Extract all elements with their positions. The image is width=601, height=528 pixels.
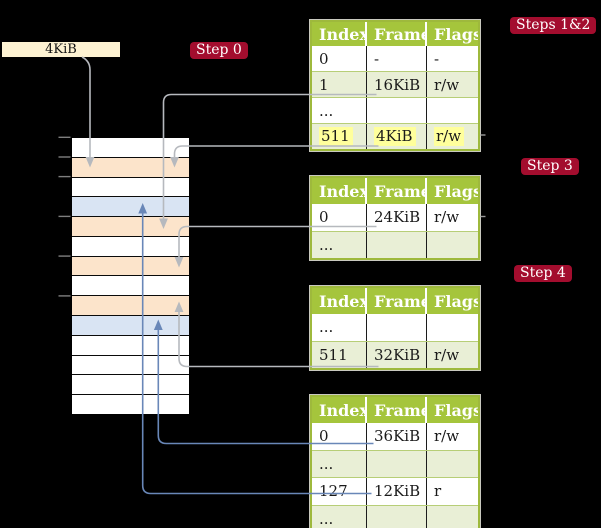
column-header: Frame xyxy=(367,397,427,423)
memory-frame-row xyxy=(72,138,189,158)
page-table-level4: Index Frame Flags 0 36KiB r/w ... 127 12… xyxy=(310,395,480,528)
table-row: ... xyxy=(312,98,478,124)
table-row: ... xyxy=(312,231,478,258)
memory-frame-row xyxy=(72,236,189,257)
memory-frame-row xyxy=(72,276,189,297)
table-header-row: Index Frame Flags xyxy=(312,178,478,204)
column-header: Flags xyxy=(434,181,478,201)
memory-frame-row xyxy=(72,395,189,414)
column-header: Flags xyxy=(434,400,478,420)
memory-frame-row xyxy=(72,177,189,198)
column-header: Index xyxy=(312,178,367,204)
page-table-level1: Index Frame Flags 0 - - 1 16KiB r/w ... … xyxy=(310,20,480,151)
table-row: 511 32KiB r/w xyxy=(312,341,478,368)
table-row: ... xyxy=(312,314,478,342)
table-row: 0 - - xyxy=(312,46,478,72)
highlighted-value: r/w xyxy=(434,127,465,146)
column-header: Index xyxy=(312,22,367,46)
memory-frame-row xyxy=(72,256,189,277)
badge-steps-1-2: Steps 1&2 xyxy=(510,17,597,34)
table-row: ... xyxy=(312,450,478,478)
column-header: Frame xyxy=(367,178,427,204)
row-stub-dashes xyxy=(480,134,486,218)
column-header: Flags xyxy=(434,24,478,44)
table-row: ... xyxy=(312,505,478,528)
column-header: Index xyxy=(312,288,367,314)
badge-step-3: Step 3 xyxy=(521,158,579,175)
column-header: Frame xyxy=(367,22,427,46)
table-row: 127 12KiB r xyxy=(312,478,478,506)
memory-frame-row xyxy=(72,296,189,317)
column-header: Flags xyxy=(434,291,478,311)
column-header: Index xyxy=(312,397,367,423)
table-row: 1 16KiB r/w xyxy=(312,72,478,98)
table-row-highlighted: 511 4KiB r/w xyxy=(312,124,478,149)
table-header-row: Index Frame Flags xyxy=(312,22,478,46)
memory-frame-row xyxy=(72,335,189,356)
badge-step-0: Step 0 xyxy=(190,42,248,59)
page-table-level3: Index Frame Flags ... 511 32KiB r/w xyxy=(310,286,480,370)
address-ticks xyxy=(58,136,71,297)
memory-frame-row xyxy=(72,355,189,376)
memory-frame-row xyxy=(72,197,189,218)
highlighted-value: 4KiB xyxy=(374,127,416,146)
page-table-level2: Index Frame Flags 0 24KiB r/w ... xyxy=(310,176,480,260)
highlighted-value: 511 xyxy=(319,127,353,146)
memory-frame-row xyxy=(72,157,189,178)
column-header: Frame xyxy=(367,288,427,314)
table-header-row: Index Frame Flags xyxy=(312,288,478,314)
table-header-row: Index Frame Flags xyxy=(312,397,478,423)
badge-step-4: Step 4 xyxy=(514,265,572,282)
memory-frame-row xyxy=(72,316,189,336)
physical-memory-column xyxy=(71,137,190,415)
memory-frame-row xyxy=(72,217,189,237)
root-pointer-box: 4KiB xyxy=(2,42,120,57)
table-row: 0 36KiB r/w xyxy=(312,423,478,451)
memory-frame-row xyxy=(72,375,189,396)
table-row: 0 24KiB r/w xyxy=(312,204,478,232)
